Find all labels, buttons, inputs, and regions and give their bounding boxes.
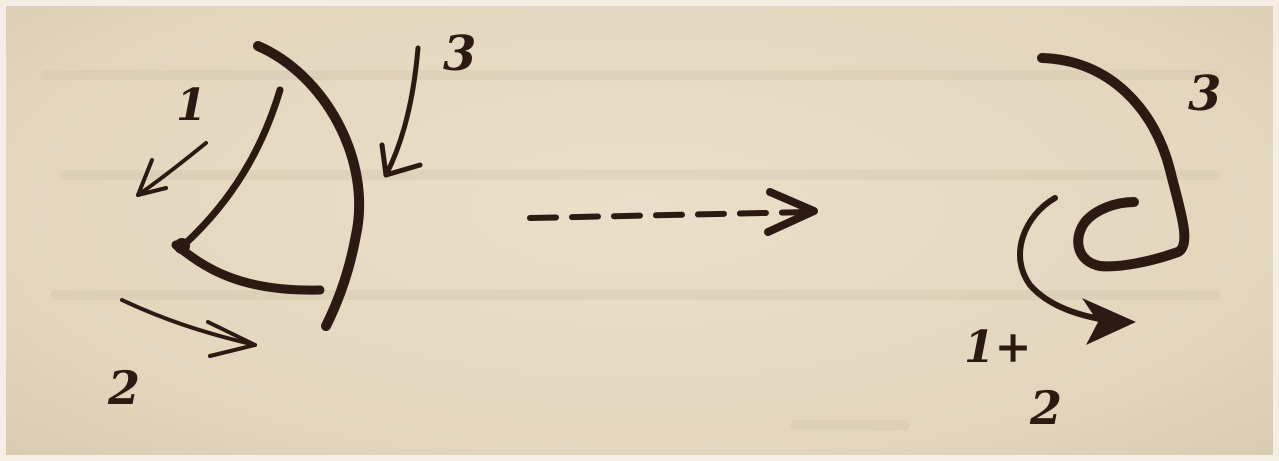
left-stroke-1 (182, 86, 284, 247)
right-label-3: 3 (1188, 66, 1221, 122)
right-figure: 3 1+ 2 (964, 53, 1221, 435)
right-label-1-plus: 1+ (964, 322, 1031, 373)
transition-arrow (527, 188, 818, 236)
left-arrow-3 (379, 45, 423, 178)
left-stroke-2 (171, 240, 325, 295)
left-arrow-2 (120, 298, 257, 358)
bleed-through-texture (40, 70, 1220, 430)
left-figure: 1 2 3 (107, 26, 476, 415)
left-stroke-3 (253, 41, 365, 331)
right-label-2: 2 (1029, 381, 1062, 435)
left-arrow-1 (136, 141, 208, 197)
left-label-1: 1 (176, 80, 207, 131)
left-label-3: 3 (443, 26, 476, 82)
right-arrow-combined (1017, 195, 1136, 345)
left-label-2: 2 (107, 361, 140, 415)
right-stroke-3 (1037, 53, 1190, 272)
left-vertex-dot (174, 238, 190, 254)
